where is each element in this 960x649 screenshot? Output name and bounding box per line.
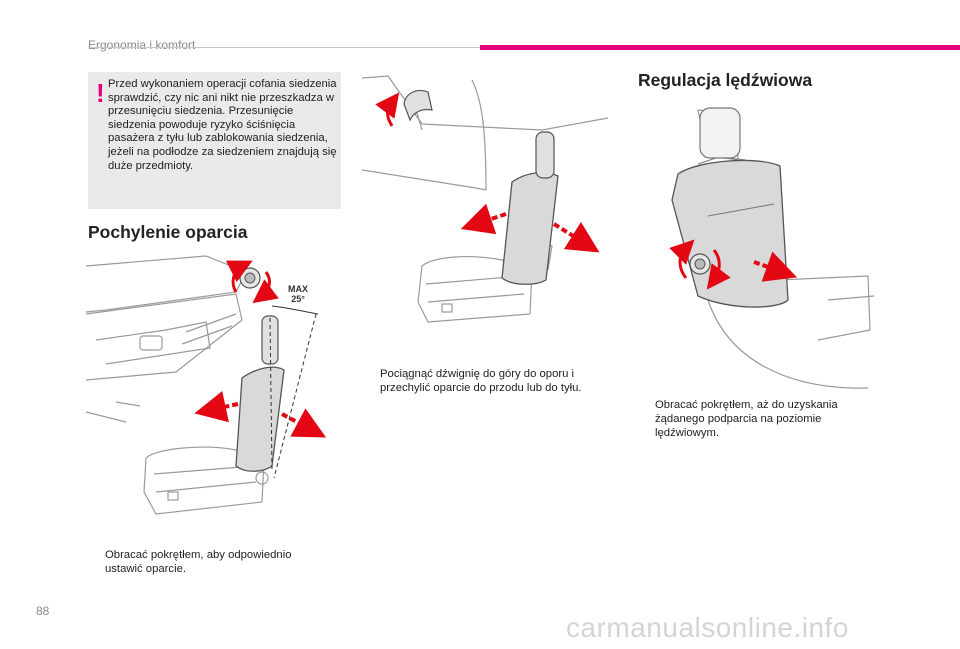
warning-box <box>88 72 341 209</box>
warning-icon: ! <box>96 78 105 108</box>
page-number: 88 <box>36 604 50 618</box>
backrest-title: Pochylenie oparcia <box>88 222 248 242</box>
lumbar-illustration <box>669 107 875 389</box>
watermark: carmanualsonline.info <box>566 612 849 643</box>
lumbar-instruction: Obracać pokrętłem, aż do uzyskania żądan… <box>638 398 878 440</box>
backrest-instruction: Obracać pokrętłem, aby odpowiednio ustaw… <box>88 548 328 576</box>
lumbar-instruction-text: Obracać pokrętłem, aż do uzyskania żądan… <box>655 399 838 439</box>
lumbar-title: Regulacja lędźwiowa <box>638 70 813 90</box>
angle-value: 25° <box>291 294 305 304</box>
warning-text: Przed wykonaniem operacji cofania siedze… <box>108 78 337 172</box>
lever-instruction-text: Pociągnąć dźwignię do góry do oporu i pr… <box>380 368 582 394</box>
header-accent-bar <box>480 45 960 50</box>
backrest-lever-illustration <box>362 75 609 323</box>
header-rule <box>88 47 480 48</box>
section-header: Ergonomia i komfort <box>88 38 196 52</box>
max-angle-label: MAX 25° <box>283 284 313 304</box>
backrest-tilt-illustration <box>86 255 327 515</box>
lever-instruction: Pociągnąć dźwignię do góry do oporu i pr… <box>363 367 613 395</box>
backrest-instruction-text: Obracać pokrętłem, aby odpowiednio ustaw… <box>105 549 292 575</box>
max-label: MAX <box>288 284 308 294</box>
